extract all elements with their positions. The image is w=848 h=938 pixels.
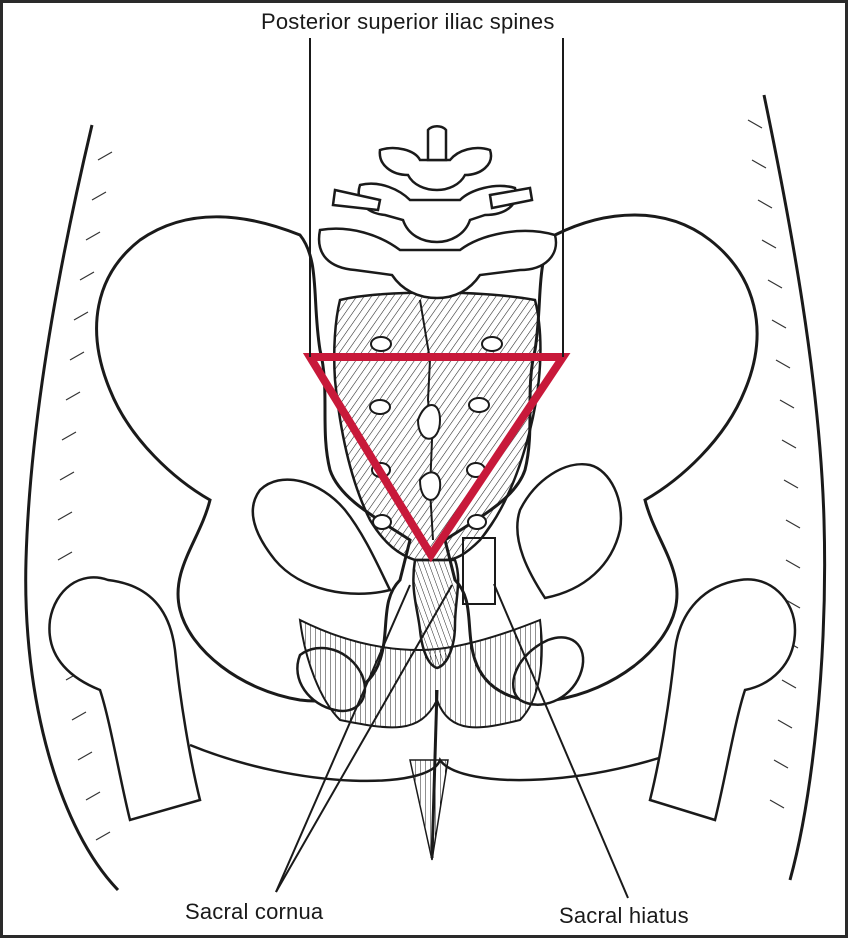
gluteal-cleft <box>410 760 448 860</box>
illustration-frame: Posterior superior iliac spines Sacral c… <box>3 3 845 935</box>
left-flank-contour <box>26 125 118 890</box>
label-posterior-superior-iliac-spines: Posterior superior iliac spines <box>261 9 555 35</box>
label-sacral-cornua: Sacral cornua <box>185 899 323 925</box>
right-flank-contour <box>764 95 825 880</box>
gluteal-fold <box>190 735 720 781</box>
pelvis-illustration <box>3 3 845 935</box>
left-femur <box>49 577 200 820</box>
lumbar-vertebrae <box>319 126 556 298</box>
label-sacral-hiatus: Sacral hiatus <box>559 903 689 929</box>
